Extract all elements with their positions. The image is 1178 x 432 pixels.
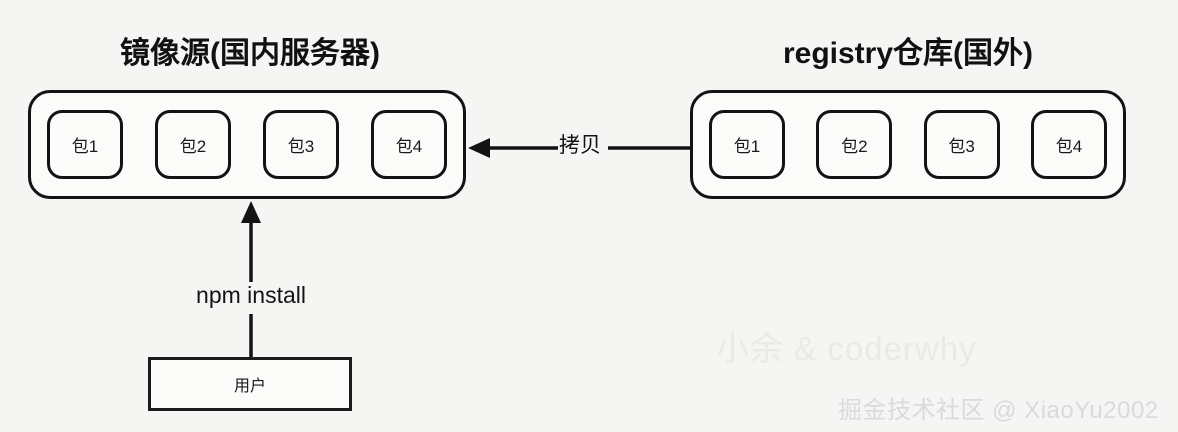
mirror-package-box-2: 包2: [155, 110, 231, 179]
watermark-author: 小余 & coderwhy: [716, 330, 977, 367]
mirror-package-container: 包1 包2 包3 包4: [28, 90, 466, 199]
copy-arrow-icon: [468, 138, 690, 158]
registry-package-label-4: 包4: [1055, 137, 1083, 156]
registry-package-label-1: 包1: [733, 137, 761, 156]
npm-install-arrow-icon: [241, 201, 261, 360]
copy-arrow-label: 拷贝: [559, 134, 601, 157]
registry-package-label-3: 包3: [948, 137, 975, 156]
user-box-label: 用户: [233, 378, 266, 395]
mirror-package-box-3: 包3: [263, 110, 339, 179]
mirror-package-label-1: 包1: [71, 137, 99, 156]
npm-install-arrow-label: npm install: [196, 282, 306, 308]
mirror-group-title: 镜像源(国内服务器): [120, 37, 380, 70]
registry-group-title: registry仓库(国外): [782, 37, 1034, 70]
mirror-package-label-3: 包3: [287, 137, 315, 156]
mirror-package-label-4: 包4: [395, 137, 423, 156]
watermark-community: 掘金技术社区 @ XiaoYu2002: [838, 397, 1159, 424]
mirror-package-box-4: 包4: [371, 110, 447, 179]
registry-package-box-1: 包1: [709, 110, 785, 179]
mirror-package-box-1: 包1: [47, 110, 123, 179]
registry-package-label-2: 包2: [841, 137, 868, 156]
registry-package-box-3: 包3: [923, 110, 1000, 179]
user-box: 用户: [148, 357, 352, 411]
mirror-package-label-2: 包2: [179, 137, 207, 156]
registry-package-box-4: 包4: [1030, 110, 1107, 179]
registry-package-box-2: 包2: [816, 110, 893, 179]
registry-package-container: 包1 包2 包3 包4: [690, 90, 1126, 199]
